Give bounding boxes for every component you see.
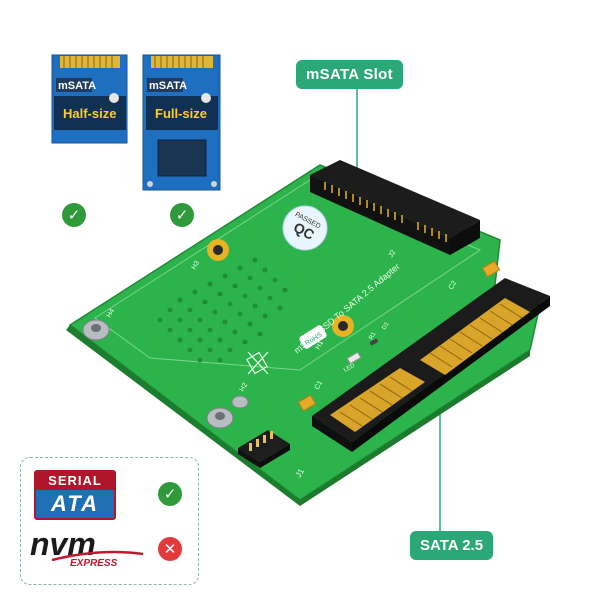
nvm-express-logo: nvm EXPRESS <box>30 526 145 570</box>
serial-ata-logo-top: SERIAL <box>36 472 114 490</box>
nvm-logo-word: nvm <box>30 526 96 562</box>
sata-callout: SATA 2.5 <box>410 531 494 560</box>
standoff-h2 <box>206 407 234 429</box>
msata-slot-callout: mSATA Slot <box>296 60 403 89</box>
msata-slot <box>310 160 480 255</box>
serial-ata-logo-bottom: ATA <box>36 490 114 518</box>
led-label: LED <box>343 362 357 373</box>
adapter-board: QC PASSED mSATA SSD To SATA 2.5 Adapter … <box>66 164 541 506</box>
c2-label: C2 <box>448 280 459 291</box>
standoff-right <box>231 395 249 409</box>
card-half-chip-label: mSATA <box>58 80 97 92</box>
led-component <box>346 351 362 365</box>
serial-ata-logo: SERIAL ATA <box>34 470 116 520</box>
vent-holes <box>157 257 288 363</box>
c1-label: C1 <box>314 380 325 391</box>
h2-label: H2 <box>239 382 250 393</box>
nvm-logo-sub: EXPRESS <box>70 558 118 569</box>
h1-label: H1 <box>315 340 326 351</box>
weee-mark <box>246 351 269 375</box>
h3-label: H3 <box>191 260 202 271</box>
pin-header-j1 <box>238 430 290 468</box>
h4-label: H4 <box>106 308 117 319</box>
sata-connector <box>312 278 550 452</box>
cross-icon: ✕ <box>158 537 182 561</box>
qc-sticker: QC PASSED <box>282 205 328 251</box>
compatibility-box <box>20 457 199 585</box>
r1-label: R1 <box>369 331 378 341</box>
card-full-size-label: Full-size <box>155 106 208 121</box>
capacitor-c1 <box>297 394 317 412</box>
check-icon: ✓ <box>170 203 194 227</box>
msata-card-half-size <box>51 54 128 144</box>
standoff-h4 <box>82 319 110 341</box>
d1-label: D1 <box>382 321 391 331</box>
card-full-chip-label: mSATA <box>149 80 188 92</box>
check-icon: ✓ <box>158 482 182 506</box>
j2-label: J2 <box>388 249 398 259</box>
card-half-size-label: Half-size <box>63 106 117 121</box>
check-icon: ✓ <box>62 203 86 227</box>
capacitor-c2 <box>481 260 501 278</box>
nvm-swoosh-icon <box>51 550 144 562</box>
msata-card-full-size <box>142 54 221 191</box>
